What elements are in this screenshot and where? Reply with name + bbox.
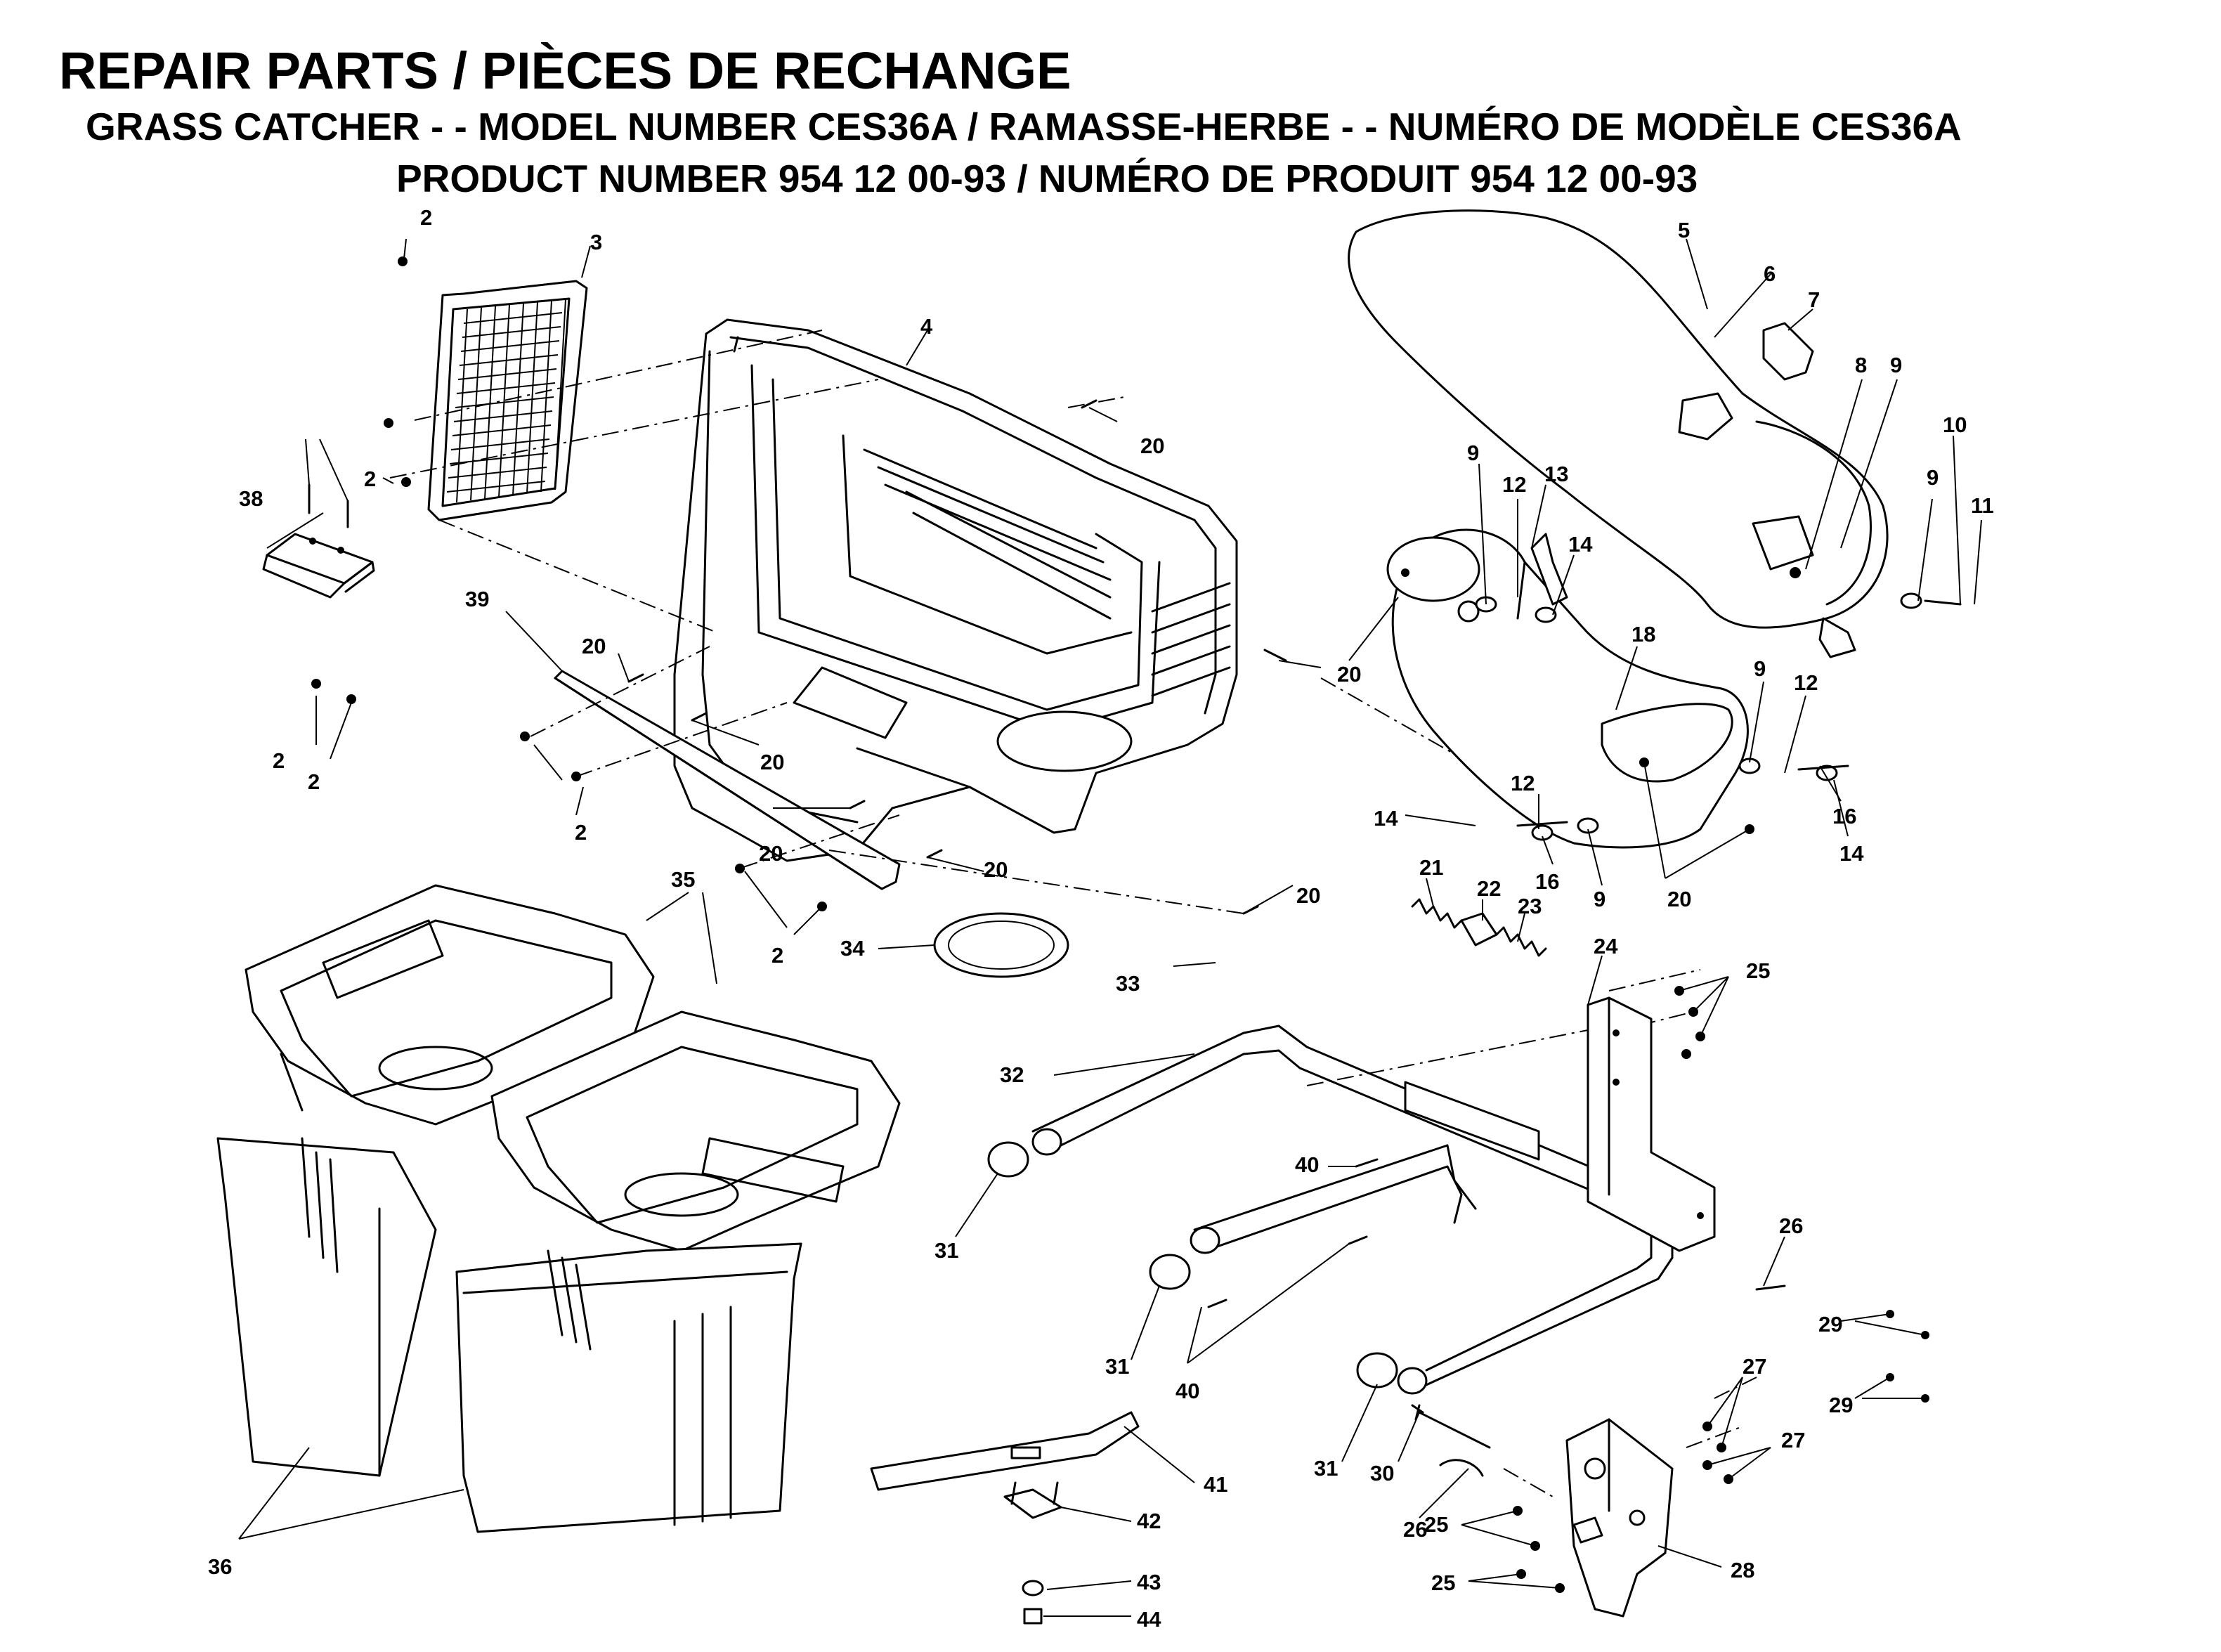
callout: 31 <box>1314 1456 1338 1481</box>
callout: 9 <box>1927 465 1939 490</box>
bag-lid-right <box>490 1010 901 1252</box>
product-line: PRODUCT NUMBER 954 12 00-93 / NUMÉRO DE … <box>396 157 1698 200</box>
callout: 44 <box>1137 1607 1161 1632</box>
callout: 36 <box>208 1554 232 1579</box>
callout: 2 <box>771 943 783 968</box>
callout: 2 <box>273 748 285 773</box>
callout: 40 <box>1295 1152 1319 1177</box>
callout: 2 <box>364 467 376 491</box>
callout: 21 <box>1419 855 1443 880</box>
callout: 2 <box>575 820 587 845</box>
hopper <box>673 318 1238 862</box>
bag-left <box>216 1137 437 1477</box>
callout: 20 <box>759 841 783 866</box>
callout: 12 <box>1502 472 1526 497</box>
callout: 25 <box>1431 1570 1455 1595</box>
pin-and-clip <box>1411 1284 1786 1477</box>
callout: 2 <box>308 769 320 794</box>
springs <box>1411 898 1547 957</box>
blade-clamp <box>1003 1481 1062 1519</box>
callout: 5 <box>1678 218 1690 242</box>
callout: 34 <box>840 936 865 961</box>
callout: 14 <box>1839 841 1864 866</box>
callout: 26 <box>1779 1214 1803 1238</box>
callout: 22 <box>1477 876 1501 901</box>
callout: 25 <box>1424 1512 1448 1537</box>
mounting-bracket-24 <box>1587 996 1716 1252</box>
discharge-chute <box>1348 209 1889 658</box>
callout: 11 <box>1971 493 1994 518</box>
model-line: GRASS CATCHER - - MODEL NUMBER CES36A / … <box>86 105 1962 148</box>
callout: 9 <box>1890 353 1902 377</box>
callout: 31 <box>934 1238 958 1263</box>
callout: 29 <box>1829 1393 1853 1417</box>
callout: 7 <box>1808 287 1820 312</box>
callout: 9 <box>1594 887 1605 911</box>
callout: 14 <box>1374 806 1398 831</box>
leader-lines <box>238 238 1982 1617</box>
callout: 20 <box>1296 883 1320 908</box>
page-title: REPAIR PARTS / PIÈCES DE RECHANGE <box>59 41 1072 100</box>
callout: 39 <box>465 587 489 611</box>
assembly-lines <box>389 330 1757 1497</box>
callout: 25 <box>1746 958 1770 983</box>
callout: 20 <box>760 750 784 774</box>
mounting-bracket-28 <box>1565 1418 1674 1618</box>
deflector-ring <box>933 912 1069 978</box>
callout: 12 <box>1511 771 1535 795</box>
support-frame <box>1031 1025 1674 1395</box>
callout: 24 <box>1594 934 1618 958</box>
callout: 20 <box>984 857 1008 882</box>
callout: 20 <box>1337 662 1361 687</box>
callout: 38 <box>239 486 263 511</box>
callout: 29 <box>1818 1312 1842 1336</box>
mower-blade <box>870 1411 1140 1491</box>
callout-labels: 2 3 20 38 2 2 2 39 20 2 20 4 20 20 20 2 … <box>208 205 1994 1632</box>
callout: 10 <box>1943 412 1967 437</box>
callout: 16 <box>1535 869 1559 894</box>
washer <box>1022 1580 1044 1596</box>
deflector-39 <box>554 670 901 890</box>
callout: 8 <box>1855 353 1867 377</box>
callout: 41 <box>1204 1472 1227 1497</box>
callout: 33 <box>1116 971 1140 996</box>
callout: 6 <box>1764 261 1776 286</box>
bushings <box>987 1141 1398 1388</box>
callout: 31 <box>1105 1354 1129 1379</box>
callout: 9 <box>1467 441 1479 465</box>
callout: 26 <box>1403 1517 1427 1542</box>
bracket-38 <box>262 533 375 599</box>
callout: 43 <box>1137 1570 1161 1594</box>
callout: 42 <box>1137 1509 1161 1533</box>
callout: 3 <box>590 230 602 254</box>
callout: 20 <box>1140 434 1164 458</box>
bolt <box>1023 1608 1043 1625</box>
callout: 27 <box>1743 1354 1766 1379</box>
callout: 20 <box>582 634 606 658</box>
callout: 35 <box>671 867 695 892</box>
callout: 4 <box>920 314 933 339</box>
bag-right <box>455 1242 802 1533</box>
callout: 13 <box>1544 462 1568 486</box>
callout: 9 <box>1754 656 1766 681</box>
callout: 16 <box>1832 804 1856 828</box>
callout: 40 <box>1175 1379 1199 1403</box>
callout: 23 <box>1518 894 1542 918</box>
callout: 32 <box>1000 1062 1024 1087</box>
callout: 18 <box>1631 622 1655 646</box>
callout: 27 <box>1781 1428 1805 1452</box>
callout: 12 <box>1794 670 1818 695</box>
callout: 14 <box>1568 532 1593 557</box>
screen <box>427 280 588 521</box>
callout: 2 <box>420 205 432 230</box>
callout: 28 <box>1731 1558 1754 1582</box>
callout: 20 <box>1337 662 1361 687</box>
callout: 30 <box>1370 1461 1394 1485</box>
callout: 20 <box>1667 887 1691 911</box>
